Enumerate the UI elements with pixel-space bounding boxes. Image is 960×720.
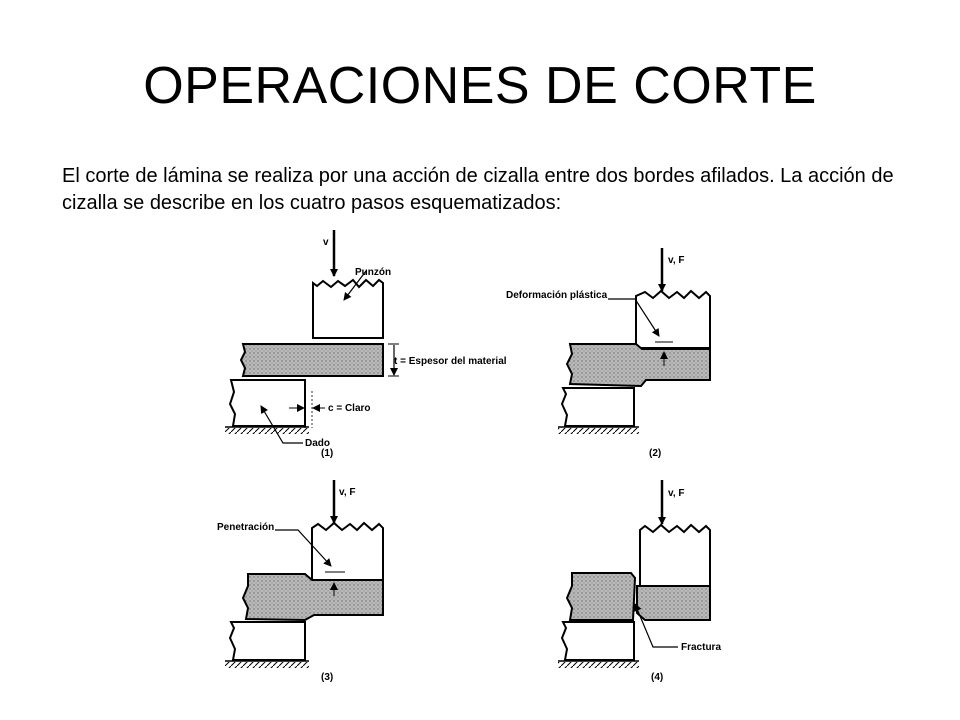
slug-4 xyxy=(636,585,711,621)
die-2 xyxy=(560,387,635,427)
thickness-label: t = Espesor del material xyxy=(394,356,507,367)
velocity-label-3: v, F xyxy=(339,487,355,498)
slide-title: OPERACIONES DE CORTE xyxy=(143,57,817,115)
shearing-steps-figure: v Punzón t = Espesor del material c = Cl… xyxy=(213,228,741,692)
step-number-3: (3) xyxy=(321,672,333,683)
fracture-label: Fractura xyxy=(681,642,721,653)
punch-2 xyxy=(635,289,711,349)
die-3 xyxy=(228,621,306,661)
punch-leader xyxy=(343,270,367,301)
velocity-label-2: v, F xyxy=(668,255,684,266)
die-leader xyxy=(260,405,303,444)
deformation-label: Deformación plástica xyxy=(506,290,608,301)
die-4 xyxy=(560,621,635,661)
sheet-2 xyxy=(565,343,711,388)
punch-3 xyxy=(311,521,384,581)
punch-1 xyxy=(312,278,384,339)
punch-label: Punzón xyxy=(355,267,391,278)
penetration-leader xyxy=(275,529,332,567)
sheet-left-4 xyxy=(565,572,637,621)
panel-2: v, F Deformación plástica (2) xyxy=(506,248,711,459)
panel-1: v Punzón t = Espesor del material c = Cl… xyxy=(225,230,507,459)
punch-4 xyxy=(639,523,711,587)
step-number-1: (1) xyxy=(321,448,333,459)
sheet-1 xyxy=(239,343,384,377)
penetration-label: Penetración xyxy=(217,522,274,533)
panel-3: v, F Penetración (3) xyxy=(217,480,384,683)
deformation-leader xyxy=(608,298,660,337)
velocity-label-4: v, F xyxy=(668,488,684,499)
panel-4: v, F Fractura (4) xyxy=(558,480,721,683)
step-number-4: (4) xyxy=(651,672,663,683)
die-label: Dado xyxy=(305,438,330,449)
fracture-leader xyxy=(634,603,678,648)
description-paragraph: El corte de lámina se realiza por una ac… xyxy=(62,165,894,214)
die-1 xyxy=(228,379,306,427)
velocity-label-1: v xyxy=(323,237,329,248)
clearance-label: c = Claro xyxy=(328,403,371,414)
sheet-3 xyxy=(241,573,384,622)
step-number-2: (2) xyxy=(649,448,661,459)
